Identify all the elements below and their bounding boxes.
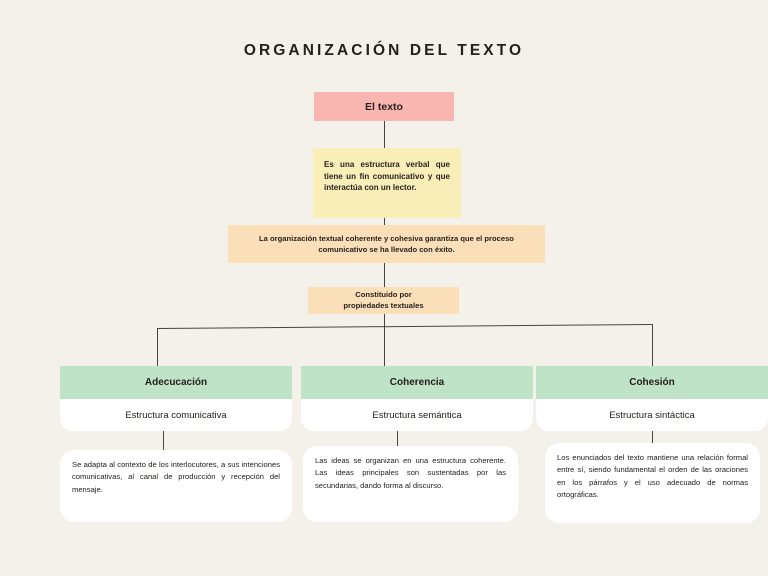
connector-coherencia-to-description [397, 431, 398, 446]
node-statement-text: La organización textual coherente y cohe… [259, 233, 514, 254]
property-subtitle-coherencia: Estructura semántica [301, 399, 533, 431]
property-card-cohesion[interactable]: Cohesión Estructura sintáctica [536, 366, 768, 431]
property-card-adecucacion[interactable]: Adecucación Estructura comunicativa [60, 366, 292, 431]
property-title-adecucacion: Adecucación [60, 366, 292, 399]
description-cohesion: Los enunciados del texto mantiene una re… [545, 443, 760, 523]
node-constituido-line2: propiedades textuales [343, 300, 424, 310]
node-definition[interactable]: Es una estructura verbal que tiene un fi… [313, 148, 461, 218]
connector-root-to-definition [384, 121, 385, 148]
property-title-coherencia: Coherencia [301, 366, 533, 399]
node-el-texto-label: El texto [365, 100, 403, 113]
connector-bus-to-coherencia [384, 326, 385, 366]
property-card-coherencia[interactable]: Coherencia Estructura semántica [301, 366, 533, 431]
node-el-texto[interactable]: El texto [314, 92, 454, 121]
node-statement[interactable]: La organización textual coherente y cohe… [228, 225, 545, 263]
description-adecucacion: Se adapta al contexto de los interlocuto… [60, 450, 292, 522]
connector-bus-to-cohesion [652, 324, 653, 366]
connector-adecucacion-to-description [163, 431, 164, 450]
property-subtitle-cohesion: Estructura sintáctica [536, 399, 768, 431]
description-coherencia: Las ideas se organizan en una estructura… [303, 446, 518, 522]
connector-bus-to-adecucacion [157, 328, 158, 366]
node-constituido-line1: Constituido por [355, 290, 412, 300]
node-constituido-por[interactable]: Constituido por propiedades textuales [308, 287, 459, 314]
property-title-cohesion: Cohesión [536, 366, 768, 399]
connector-definition-to-statement [384, 218, 385, 225]
connector-constituted-to-bus [384, 314, 385, 327]
page-title: ORGANIZACIÓN DEL TEXTO [243, 42, 525, 59]
connector-cohesion-to-description [652, 431, 653, 443]
node-definition-text: Es una estructura verbal que tiene un fi… [324, 160, 450, 193]
connector-statement-to-constituted [384, 263, 385, 287]
property-subtitle-adecucacion: Estructura comunicativa [60, 399, 292, 431]
